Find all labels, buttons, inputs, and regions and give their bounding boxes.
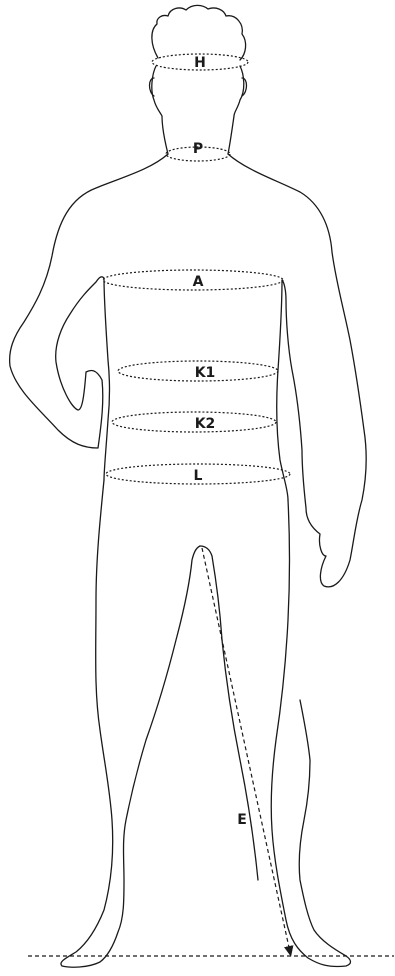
label-hips: K2 — [195, 416, 216, 432]
label-neck: P — [193, 141, 203, 157]
inseam-arrow — [202, 548, 290, 952]
label-thigh: L — [194, 468, 203, 484]
body-right-outline — [228, 154, 366, 587]
label-waist: K1 — [195, 365, 216, 381]
right-leg-outline — [200, 500, 351, 967]
left-leg-outline — [61, 480, 200, 967]
head-outline — [152, 5, 246, 60]
body-left-outline — [10, 154, 168, 480]
label-inseam: E — [237, 812, 247, 828]
label-chest: A — [193, 274, 204, 290]
label-head: H — [194, 55, 206, 71]
